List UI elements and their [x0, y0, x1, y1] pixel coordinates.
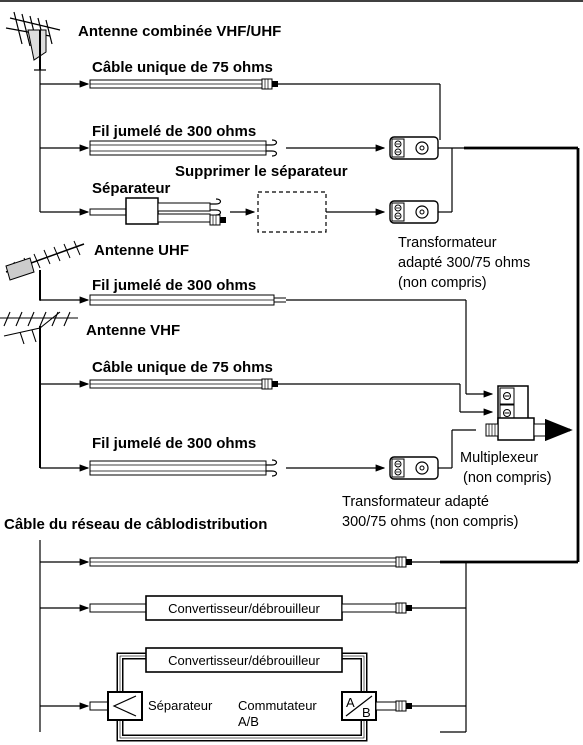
converter-label-2: Convertisseur/débrouilleur — [168, 653, 320, 668]
ab-switch-line2: A/B — [238, 714, 259, 729]
single-cable-label-1: Câble unique de 75 ohms — [92, 59, 273, 76]
multiplexer-line1: Multiplexeur — [460, 450, 538, 466]
multiplexer-icon — [485, 385, 547, 441]
twin-lead-label-1: Fil jumelé de 300 ohms — [92, 123, 256, 140]
converter-box-2 — [145, 647, 343, 673]
uhf-antenna-icon — [5, 240, 85, 300]
vhf-antenna-icon — [0, 311, 78, 468]
splitter-label-top: Séparateur — [92, 180, 171, 197]
remove-splitter-label: Supprimer le séparateur — [175, 163, 348, 180]
ab-a-label: A — [346, 695, 355, 710]
multiplexer-line2: (non compris) — [463, 470, 552, 486]
single-cable-label-vhf: Câble unique de 75 ohms — [92, 359, 273, 376]
twin-lead-label-uhf: Fil jumelé de 300 ohms — [92, 277, 256, 294]
vhf-antenna-label: Antenne VHF — [86, 322, 180, 339]
splitter-icon-bottom — [107, 691, 143, 721]
ab-b-label: B — [362, 705, 371, 720]
transformer-icon-3 — [389, 456, 439, 480]
transformer-2-line2: 300/75 ohms (non compris) — [342, 514, 519, 530]
splitter-icon — [125, 197, 159, 225]
transformer-icon-2 — [389, 200, 439, 224]
transformer-1-line3: (non compris) — [398, 275, 487, 291]
combined-antenna-icon — [5, 11, 61, 71]
transformer-2-line1: Transformateur adapté — [342, 494, 489, 510]
transformer-1-line1: Transformateur — [398, 235, 497, 251]
uhf-antenna-label: Antenne UHF — [94, 242, 189, 259]
ab-switch-icon: A B — [341, 691, 377, 721]
converter-label-1: Convertisseur/débrouilleur — [168, 601, 320, 616]
combined-antenna-label: Antenne combinée VHF/UHF — [78, 23, 281, 40]
splitter-label-bottom: Séparateur — [148, 698, 213, 713]
transformer-icon-1 — [389, 136, 439, 160]
converter-box-1 — [145, 595, 343, 621]
transformer-1-line2: adapté 300/75 ohms — [398, 255, 530, 271]
cable-network-label: Câble du réseau de câblodistribution — [4, 516, 267, 533]
ab-switch-line1: Commutateur — [238, 698, 317, 713]
twin-lead-label-vhf: Fil jumelé de 300 ohms — [92, 435, 256, 452]
